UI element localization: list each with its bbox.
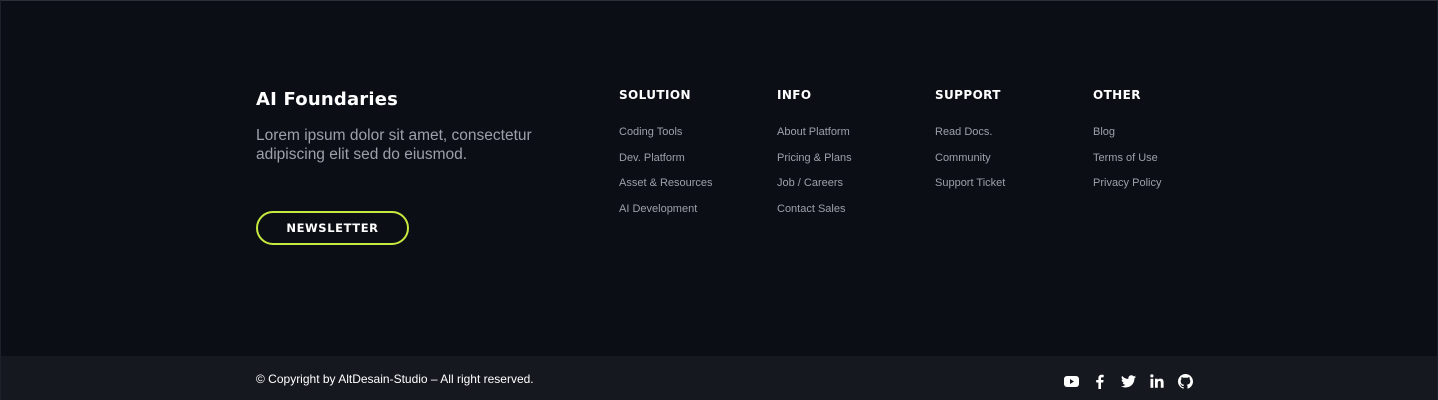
footer-link-job-careers[interactable]: Job / Careers bbox=[777, 177, 844, 189]
footer-link-privacy-policy[interactable]: Privacy Policy bbox=[1093, 177, 1162, 189]
column-links: About Platform Pricing & Plans Job / Car… bbox=[777, 125, 852, 227]
column-links: Blog Terms of Use Privacy Policy bbox=[1093, 125, 1161, 202]
copyright-text: © Copyright by AltDesain-Studio – All ri… bbox=[256, 372, 534, 386]
footer-column-other: OTHER Blog Terms of Use Privacy Policy bbox=[1093, 88, 1161, 202]
footer-link-ai-development[interactable]: AI Development bbox=[619, 202, 698, 215]
footer-column-info: INFO About Platform Pricing & Plans Job … bbox=[777, 88, 852, 227]
footer-link-coding-tools[interactable]: Coding Tools bbox=[619, 126, 683, 138]
footer-column-solution: SOLUTION Coding Tools Dev. Platform Asse… bbox=[619, 88, 713, 227]
column-links: Coding Tools Dev. Platform Asset & Resou… bbox=[619, 125, 713, 227]
social-links bbox=[1057, 373, 1200, 389]
column-title: SUPPORT bbox=[935, 88, 1001, 102]
footer-link-pricing-plans[interactable]: Pricing & Plans bbox=[777, 151, 852, 164]
column-title: INFO bbox=[777, 88, 812, 102]
youtube-icon[interactable] bbox=[1057, 373, 1086, 389]
footer-link-about-platform[interactable]: About Platform bbox=[777, 126, 850, 138]
footer-link-contact-sales[interactable]: Contact Sales bbox=[777, 202, 846, 215]
footer-link-read-docs[interactable]: Read Docs. bbox=[935, 126, 993, 138]
github-icon[interactable] bbox=[1171, 373, 1200, 389]
newsletter-button[interactable]: NEWSLETTER bbox=[256, 211, 409, 245]
twitter-icon[interactable] bbox=[1114, 373, 1143, 389]
footer-main: AI Foundaries Lorem ipsum dolor sit amet… bbox=[1, 1, 1437, 356]
brand-block: AI Foundaries Lorem ipsum dolor sit amet… bbox=[256, 89, 576, 164]
footer-link-dev-platform[interactable]: Dev. Platform bbox=[619, 151, 685, 164]
facebook-icon[interactable] bbox=[1086, 373, 1115, 389]
footer-link-community[interactable]: Community bbox=[935, 151, 991, 164]
brand-title: AI Foundaries bbox=[256, 89, 399, 110]
bottom-bar: © Copyright by AltDesain-Studio – All ri… bbox=[1, 356, 1437, 400]
footer-link-support-ticket[interactable]: Support Ticket bbox=[935, 177, 1006, 189]
footer-link-terms-of-use[interactable]: Terms of Use bbox=[1093, 151, 1158, 164]
column-title: OTHER bbox=[1093, 88, 1141, 102]
footer-column-support: SUPPORT Read Docs. Community Support Tic… bbox=[935, 88, 1005, 202]
column-title: SOLUTION bbox=[619, 88, 691, 102]
footer-link-asset-resources[interactable]: Asset & Resources bbox=[619, 177, 713, 189]
brand-description: Lorem ipsum dolor sit amet, consectetur … bbox=[256, 127, 532, 163]
linkedin-icon[interactable] bbox=[1143, 373, 1172, 389]
column-links: Read Docs. Community Support Ticket bbox=[935, 125, 1005, 202]
footer-link-blog[interactable]: Blog bbox=[1093, 126, 1116, 138]
